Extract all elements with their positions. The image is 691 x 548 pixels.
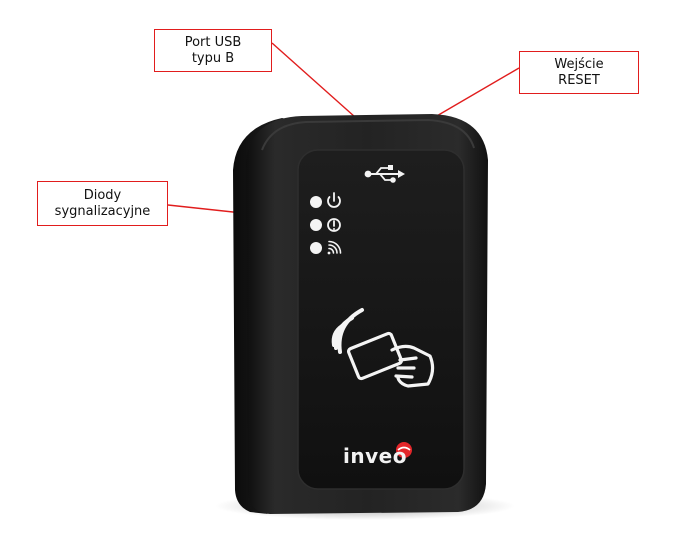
rfid-waves-icon bbox=[331, 308, 364, 354]
device-top-bevel bbox=[261, 118, 475, 151]
callout-leds-line2: sygnalizacyjne bbox=[54, 203, 151, 219]
power-icon bbox=[327, 192, 341, 208]
callout-usb-port: Port USB typu B bbox=[154, 29, 272, 72]
callout-signal-leds: Diody sygnalizacyjne bbox=[37, 181, 168, 226]
callout-leds-line1: Diody bbox=[83, 187, 122, 203]
alert-icon bbox=[327, 218, 341, 232]
rfid-card-hand-icon bbox=[346, 331, 435, 388]
callout-usb-port-line1: Port USB bbox=[184, 34, 242, 50]
brand-logo-text: inveo bbox=[343, 444, 407, 468]
leader-line-usb bbox=[271, 42, 356, 118]
brand-dot-icon bbox=[396, 442, 412, 458]
wireless-icon bbox=[327, 240, 342, 255]
usb-icon bbox=[364, 165, 405, 183]
callout-reset-input: Wejście RESET bbox=[519, 51, 639, 94]
device-front-panel bbox=[297, 149, 465, 490]
callout-reset-line1: Wejście bbox=[554, 56, 604, 72]
callout-usb-port-line2: typu B bbox=[191, 50, 235, 66]
led-alert bbox=[310, 219, 322, 231]
led-wireless bbox=[310, 242, 322, 254]
callout-reset-line2: RESET bbox=[558, 72, 600, 88]
led-power bbox=[310, 196, 322, 208]
